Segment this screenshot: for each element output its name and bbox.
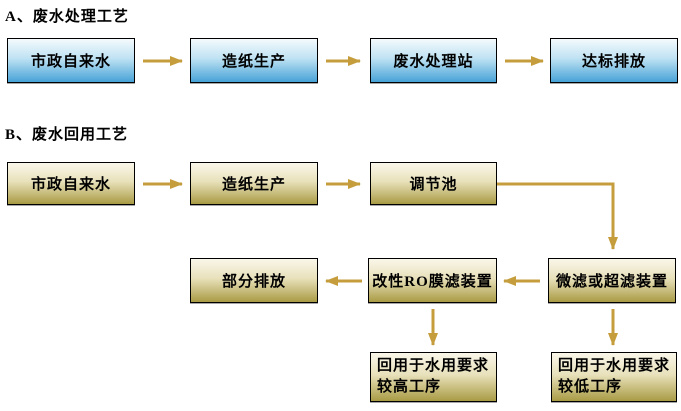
node-b-mf-uf-unit: 微滤或超滤装置 [548,258,676,303]
node-b-partial-discharge: 部分排放 [190,258,318,303]
arrow-b-tank-to-mfuf-elbow [497,182,618,250]
node-a-treatment-station: 废水处理站 [370,38,497,83]
node-b-reuse-high-line2: 较高工序 [377,379,442,395]
node-b-paper-production-label: 造纸生产 [221,177,286,193]
node-b-reuse-low-line2: 较低工序 [558,379,623,395]
section-a-title: A、废水处理工艺 [5,9,129,25]
node-b-tap-water-label: 市政自来水 [30,177,111,193]
node-b-regulating-tank: 调节池 [370,162,497,205]
node-a-paper-production: 造纸生产 [190,38,318,83]
node-a-discharge-label: 达标排放 [581,54,646,70]
node-a-tap-water-label: 市政自来水 [30,54,111,70]
node-b-partial-discharge-label: 部分排放 [221,274,286,290]
node-b-ro-membrane-unit-label: 改性RO膜滤装置 [372,274,493,290]
node-b-paper-production: 造纸生产 [190,162,318,205]
node-b-reuse-low-line1: 回用于水用要求 [558,358,671,374]
node-b-reuse-high: 回用于水用要求 较高工序 [370,352,497,402]
node-a-tap-water: 市政自来水 [7,38,135,83]
node-b-regulating-tank-label: 调节池 [409,177,458,193]
node-b-ro-membrane-unit: 改性RO膜滤装置 [368,258,497,303]
node-b-reuse-low: 回用于水用要求 较低工序 [551,352,677,402]
node-a-paper-production-label: 造纸生产 [221,54,286,70]
node-b-mf-uf-unit-label: 微滤或超滤装置 [555,274,668,290]
node-b-reuse-high-line1: 回用于水用要求 [377,358,490,374]
node-b-tap-water: 市政自来水 [7,162,135,205]
section-b-title: B、废水回用工艺 [5,127,129,143]
node-a-treatment-station-label: 废水处理站 [393,54,474,70]
node-a-discharge: 达标排放 [550,38,678,83]
